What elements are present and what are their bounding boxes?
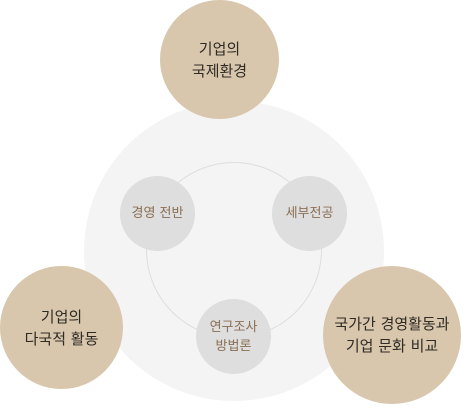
node-label-line1: 기업의 bbox=[40, 307, 83, 326]
node-multinational-activities: 기업의 다국적 활동 bbox=[0, 266, 123, 389]
node-general-management: 경영 전반 bbox=[120, 176, 195, 251]
node-international-environment: 기업의 국제환경 bbox=[160, 0, 279, 119]
node-cross-national-comparison: 국가간 경영활동과 기업 문화 비교 bbox=[323, 266, 461, 404]
node-label-line1: 연구조사 bbox=[209, 319, 258, 335]
node-specialization: 세부전공 bbox=[272, 176, 347, 251]
node-label-line2: 국제환경 bbox=[191, 61, 248, 80]
node-label-line2: 기업 문화 비교 bbox=[345, 337, 439, 355]
node-label-line1: 기업의 bbox=[198, 39, 241, 58]
node-label: 경영 전반 bbox=[131, 206, 184, 221]
node-research-methodology: 연구조사 방법론 bbox=[196, 299, 271, 374]
node-label-line2: 다국적 활동 bbox=[24, 329, 99, 348]
node-label-line1: 국가간 경영활동과 bbox=[334, 315, 450, 333]
node-label-line2: 방법론 bbox=[215, 338, 252, 354]
node-label: 세부전공 bbox=[285, 206, 334, 221]
